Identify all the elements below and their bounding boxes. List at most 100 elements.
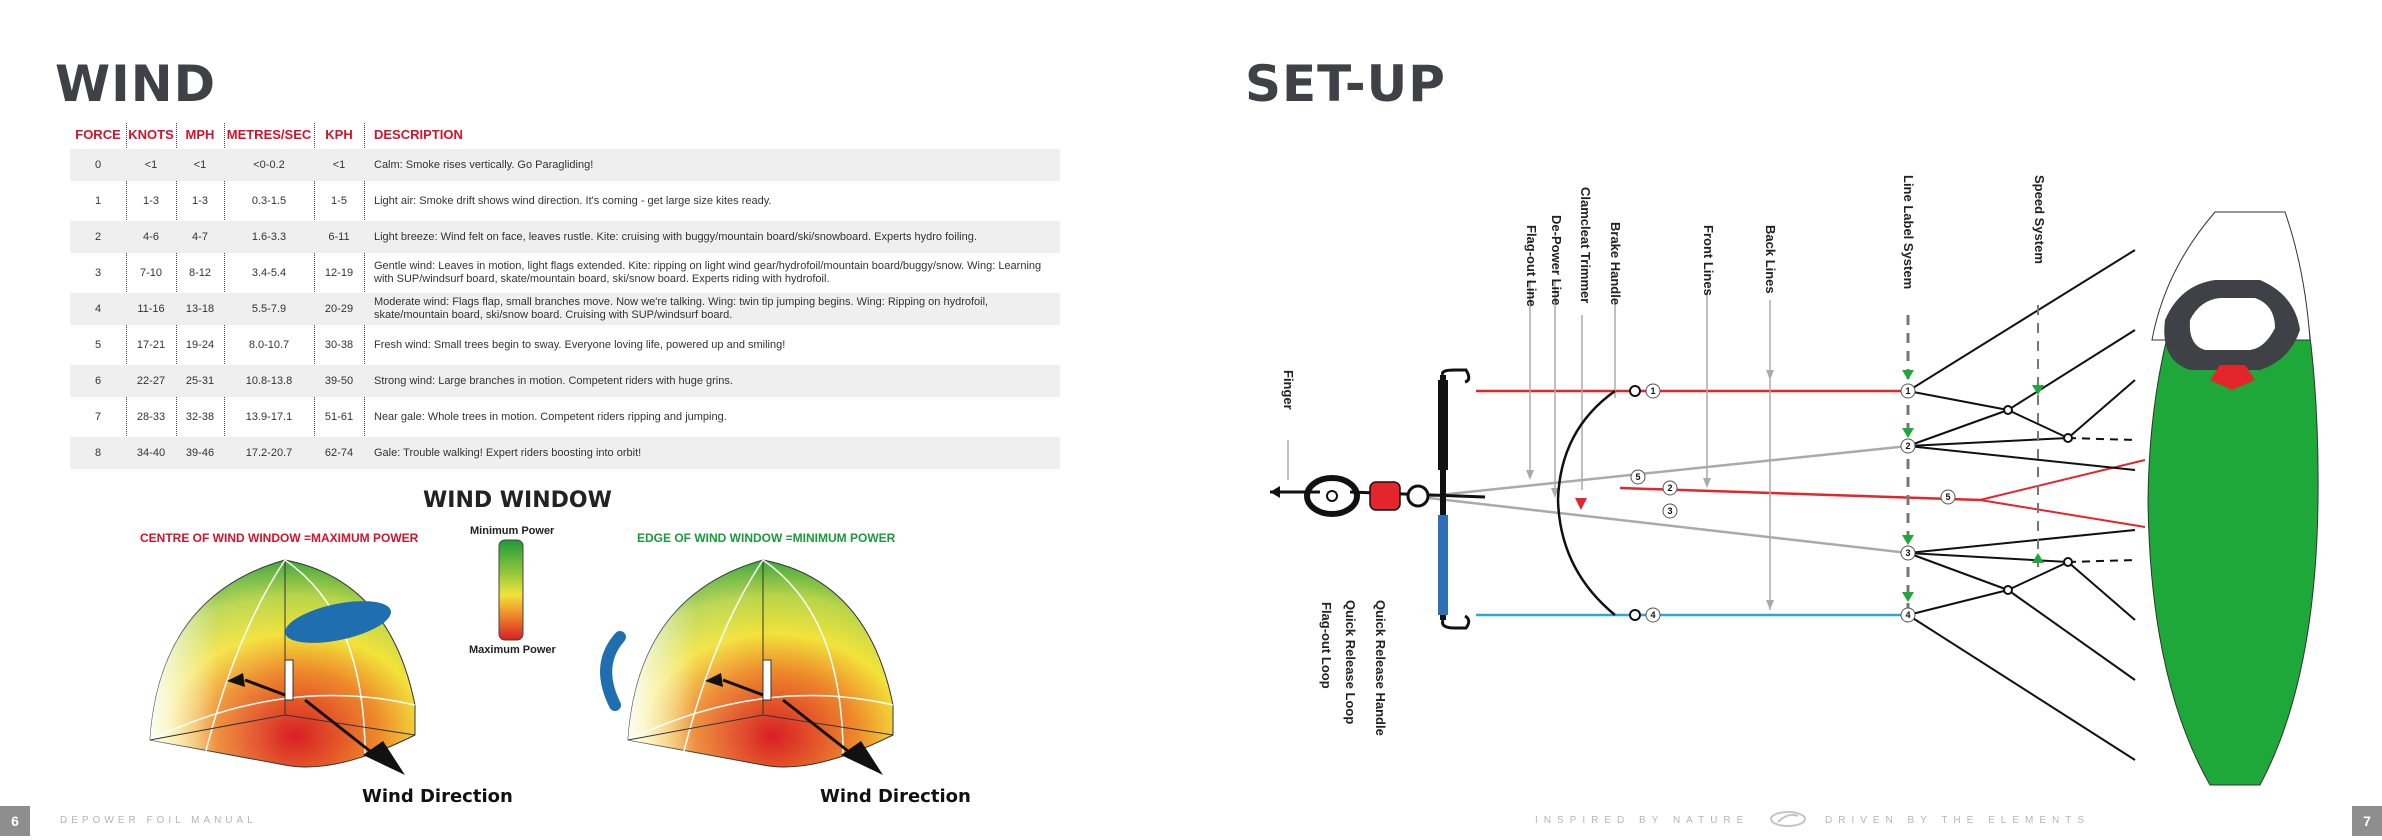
left-caption: CENTRE OF WIND WINDOW =MAXIMUM POWER: [140, 531, 419, 545]
cell-metres-sec: 10.8-13.8: [245, 375, 293, 387]
header-metres-sec: METRES/SEC: [226, 126, 312, 142]
legend-max-label: Maximum Power: [469, 644, 556, 656]
header-force: FORCE: [75, 126, 121, 142]
cell-knots: 28-33: [136, 411, 166, 423]
setup-diagram: 1 1 2 2 3 3 4 4 5 5: [1270, 211, 2319, 786]
cell-metres-sec: 1.6-3.3: [251, 231, 287, 243]
wind-window-diagram-left: [149, 559, 416, 775]
cell-mph: 4-7: [192, 231, 208, 243]
cell-knots: 1-3: [143, 195, 159, 207]
cell-kph: <1: [332, 159, 346, 171]
cell-mph: 39-46: [185, 447, 215, 459]
header-knots: KNOTS: [128, 126, 174, 142]
cell-mph: 25-31: [185, 375, 215, 387]
table-row: 3 7-10 8-12 3.4-5.4 12-19 Gentle wind: Leaves…: [70, 257, 1060, 289]
cell-mph: 13-18: [185, 303, 215, 315]
cell-kph: 51-61: [324, 411, 354, 423]
page-number-right: 7: [2352, 806, 2382, 836]
cell-description: Calm: Smoke rises vertically. Go Paragli…: [374, 158, 594, 171]
line-number: 5: [1635, 472, 1640, 482]
cell-knots: 22-27: [136, 375, 166, 387]
label-quick-release-handle: Quick Release Handle: [1373, 600, 1388, 736]
wind-direction-label-right: Wind Direction: [820, 786, 971, 807]
page-title-setup: SET-UP: [1245, 55, 1446, 113]
label-finger: Finger: [1281, 370, 1296, 410]
page-number-left: 6: [0, 806, 30, 836]
line-number: 2: [1905, 441, 1910, 451]
cell-kph: 1-5: [331, 195, 347, 207]
line-number: 2: [1667, 483, 1672, 493]
cell-knots: 11-16: [137, 303, 165, 315]
power-gradient-bar: [498, 539, 524, 641]
cell-description: Gentle wind: Leaves in motion, light fla…: [374, 260, 1042, 285]
header-description: DESCRIPTION: [374, 126, 463, 142]
cell-force: 8: [94, 447, 102, 459]
cell-description: Gale: Trouble walking! Expert riders boo…: [374, 446, 642, 459]
page-title-wind: WIND: [55, 55, 217, 113]
brand-logo-icon: [1770, 811, 1806, 827]
line-number: 3: [1667, 506, 1672, 516]
cell-force: 6: [94, 375, 102, 387]
cell-kph: 30-38: [324, 339, 354, 351]
cell-description: Moderate wind: Flags flap, small branche…: [374, 296, 989, 321]
cell-kph: 6-11: [328, 231, 350, 243]
cell-description: Fresh wind: Small trees begin to sway. E…: [374, 338, 786, 351]
cell-knots: 17-21: [136, 339, 166, 351]
label-brake-handle: Brake Handle: [1608, 222, 1623, 306]
line-number: 4: [1650, 610, 1655, 620]
cell-force: 4: [94, 303, 102, 315]
cell-description: Light air: Smoke drift shows wind direct…: [374, 194, 772, 207]
footer-manual-name: DEPOWER FOIL MANUAL: [60, 815, 257, 826]
cell-metres-sec: 3.4-5.4: [251, 267, 287, 279]
cell-kph: 62-74: [324, 447, 354, 459]
table-row: 2 4-6 4-7 1.6-3.3 6-11 Light breeze: Wind fel…: [70, 221, 1060, 253]
right-caption: EDGE OF WIND WINDOW =MINIMUM POWER: [637, 531, 896, 545]
cell-knots: 4-6: [143, 231, 159, 243]
cell-knots: 34-40: [136, 447, 166, 459]
footer-driven: DRIVEN BY THE ELEMENTS: [1825, 815, 2090, 826]
label-front-lines: Front Lines: [1701, 225, 1716, 296]
beaufort-table: FORCE KNOTS MPH METRES/SEC KPH DESCRIPTI…: [70, 123, 1060, 469]
wind-direction-label-left: Wind Direction: [362, 786, 513, 807]
cell-description: Near gale: Whole trees in motion. Compet…: [374, 410, 727, 423]
line-number: 1: [1905, 386, 1910, 396]
line-number: 5: [1945, 492, 1950, 502]
cell-metres-sec: <0-0.2: [253, 159, 285, 171]
cell-force: 7: [94, 411, 102, 423]
label-speed-system: Speed System: [2032, 175, 2047, 264]
cell-knots: 7-10: [139, 267, 163, 279]
wind-window-title: WIND WINDOW: [423, 488, 612, 513]
legend-min-label: Minimum Power: [470, 525, 555, 537]
label-flag-out-line: Flag-out Line: [1524, 225, 1539, 307]
line-number: 1: [1650, 386, 1655, 396]
label-line-label-system: Line Label System: [1901, 175, 1916, 290]
cell-force: 5: [94, 339, 102, 351]
cell-kph: 39-50: [324, 375, 354, 387]
label-clamcleat-trimmer: Clamcleat Trimmer: [1578, 187, 1593, 304]
cell-force: 2: [94, 231, 102, 243]
header-kph: KPH: [325, 126, 353, 142]
line-number-markers: [1630, 383, 1956, 623]
cell-mph: 19-24: [185, 339, 215, 351]
cell-description: Light breeze: Wind felt on face, leaves …: [374, 230, 977, 243]
line-number: 4: [1905, 610, 1910, 620]
cell-force: 3: [94, 267, 102, 279]
cell-kph: 12-19: [324, 267, 354, 279]
wind-window-diagram-right: [600, 559, 894, 775]
cell-mph: 32-38: [185, 411, 215, 423]
cell-kph: 20-29: [324, 303, 354, 315]
label-back-lines: Back Lines: [1763, 225, 1778, 294]
cell-mph: <1: [193, 159, 207, 171]
line-number: 3: [1905, 548, 1910, 558]
header-mph: MPH: [185, 126, 215, 142]
cell-mph: 8-12: [188, 267, 212, 279]
cell-knots: <1: [144, 159, 158, 171]
